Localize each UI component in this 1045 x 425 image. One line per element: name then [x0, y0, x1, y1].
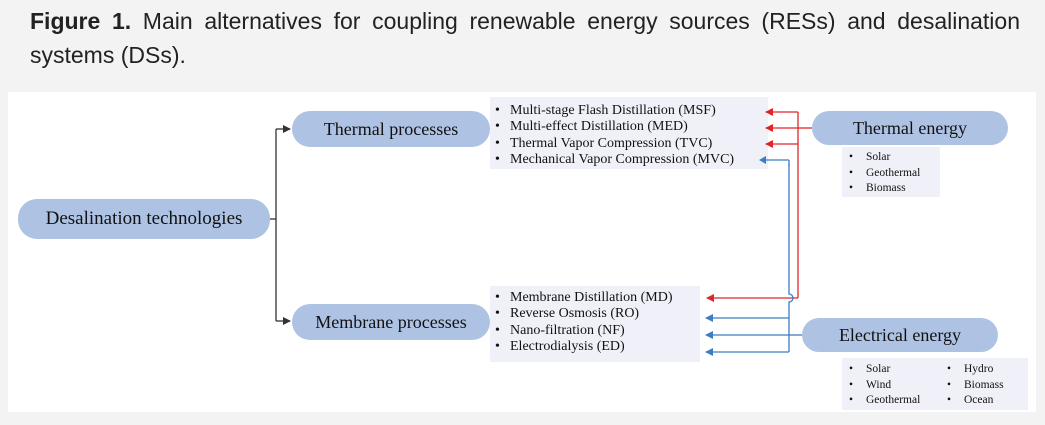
list-item: Geothermal: [846, 393, 920, 409]
list-item: Membrane Distillation (MD): [492, 290, 673, 307]
list-item: Ocean: [944, 393, 1004, 409]
mvc-arrowhead: [759, 156, 766, 164]
thermal-energy-node: Thermal energy: [812, 111, 1008, 145]
list-item: Thermal Vapor Compression (TVC): [492, 136, 734, 153]
list-item: Multi-stage Flash Distillation (MSF): [492, 103, 734, 120]
list-item: Reverse Osmosis (RO): [492, 306, 673, 323]
list-item: Electrodialysis (ED): [492, 339, 673, 356]
list-item: Nano-filtration (NF): [492, 323, 673, 340]
electrical-energy-sources-col1: Solar Wind Geothermal: [846, 362, 920, 409]
list-item: Geothermal: [846, 166, 920, 182]
thermal-energy-sources: Solar Geothermal Biomass: [846, 150, 920, 197]
list-item: Solar: [846, 150, 920, 166]
list-item: Wind: [846, 378, 920, 394]
list-item: Biomass: [846, 181, 920, 197]
thermal-process-list: Multi-stage Flash Distillation (MSF) Mul…: [492, 103, 734, 168]
list-item: Multi-effect Distillation (MED): [492, 119, 734, 136]
figure-caption: Figure 1. Main alternatives for coupling…: [30, 4, 1020, 72]
tree-connector: [270, 125, 291, 325]
list-item: Biomass: [944, 378, 1004, 394]
figure-caption-text: Main alternatives for coupling renewable…: [30, 8, 1021, 68]
list-item: Mechanical Vapor Compression (MVC): [492, 152, 734, 169]
figure-label: Figure 1.: [30, 8, 132, 34]
list-item: Hydro: [944, 362, 1004, 378]
membrane-processes-node: Membrane processes: [292, 304, 490, 340]
thermal-energy-arrows: [706, 108, 812, 302]
list-item: Solar: [846, 362, 920, 378]
electrical-energy-node: Electrical energy: [802, 318, 998, 352]
desalination-technologies-node: Desalination technologies: [18, 199, 270, 239]
membrane-process-list: Membrane Distillation (MD) Reverse Osmos…: [492, 290, 673, 355]
electrical-energy-arrows: [705, 159, 802, 356]
electrical-energy-sources-col2: Hydro Biomass Ocean: [944, 362, 1004, 409]
thermal-processes-node: Thermal processes: [292, 111, 490, 147]
